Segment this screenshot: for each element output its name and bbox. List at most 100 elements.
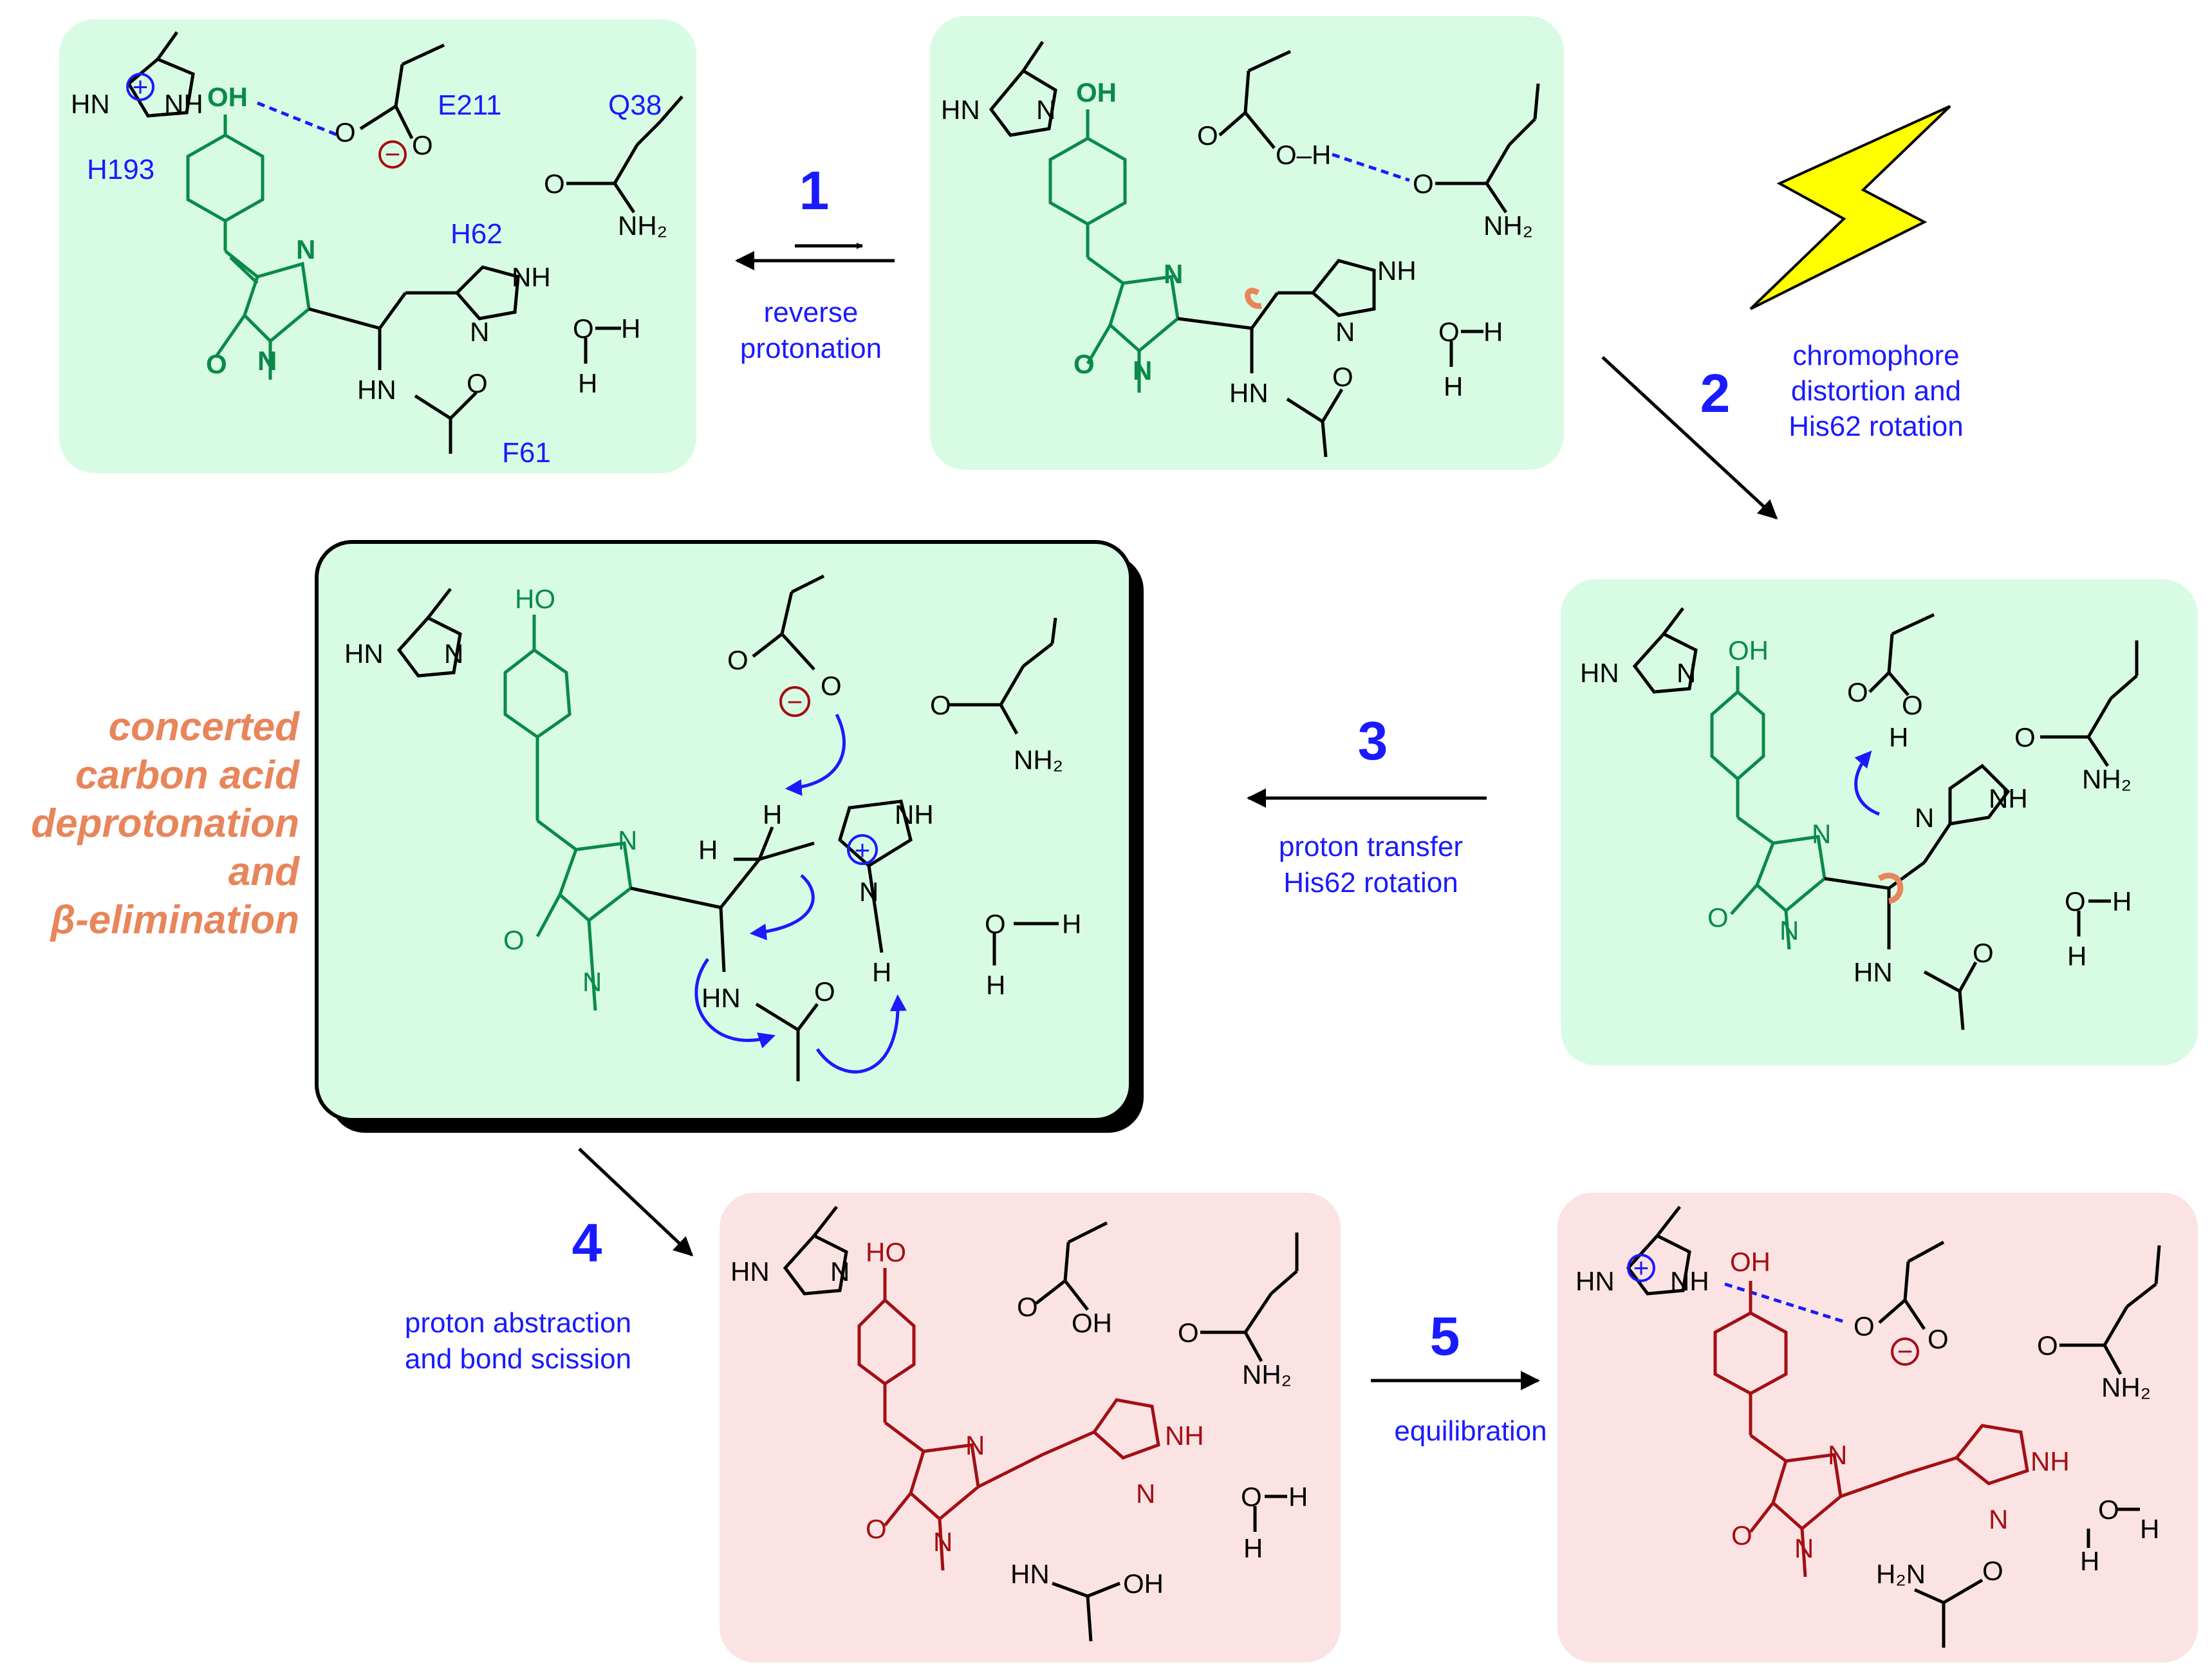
state-5-structure: + HN NH OH N N O NH N O O − bbox=[1575, 1206, 2161, 1648]
svg-text:NH₂: NH₂ bbox=[1014, 745, 1063, 775]
svg-text:HN: HN bbox=[1229, 378, 1269, 408]
svg-text:N: N bbox=[933, 1527, 953, 1557]
svg-text:NH: NH bbox=[1989, 783, 2028, 814]
svg-text:H: H bbox=[698, 835, 718, 865]
svg-text:NH₂: NH₂ bbox=[1242, 1359, 1292, 1390]
svg-text:NH: NH bbox=[1165, 1420, 1204, 1451]
svg-text:N: N bbox=[965, 1430, 985, 1460]
svg-text:N: N bbox=[1812, 819, 1831, 849]
hbond-dashed bbox=[257, 101, 342, 138]
rotation-arrow-icon bbox=[1245, 288, 1262, 309]
svg-text:H: H bbox=[763, 799, 782, 830]
svg-text:H: H bbox=[872, 957, 891, 987]
svg-text:+: + bbox=[855, 835, 871, 865]
svg-text:HN: HN bbox=[1010, 1559, 1050, 1589]
svg-text:β-elimination: β-elimination bbox=[50, 898, 299, 942]
step-3: 3 proton transfer His62 rotation bbox=[1247, 711, 1487, 899]
svg-text:H: H bbox=[1444, 371, 1463, 402]
svg-text:H: H bbox=[986, 970, 1005, 1000]
svg-text:N: N bbox=[1164, 259, 1183, 289]
plus-charge-icon bbox=[1627, 1254, 1655, 1282]
svg-text:HN: HN bbox=[941, 95, 980, 125]
svg-text:−: − bbox=[385, 139, 401, 169]
label-h62: H62 bbox=[451, 218, 503, 250]
svg-text:NH: NH bbox=[1670, 1266, 1709, 1296]
svg-text:NH₂: NH₂ bbox=[618, 210, 667, 241]
step-2-caption-3: His62 rotation bbox=[1789, 411, 1963, 442]
svg-text:O: O bbox=[1197, 120, 1218, 151]
svg-text:N: N bbox=[859, 877, 878, 907]
svg-text:O: O bbox=[1707, 902, 1729, 933]
svg-text:HN: HN bbox=[344, 638, 384, 669]
svg-text:OH: OH bbox=[1072, 1308, 1112, 1338]
transition-state-structure: HN N HO N N O H H HN bbox=[344, 574, 1081, 1081]
svg-text:O: O bbox=[1847, 677, 1868, 707]
svg-text:H: H bbox=[621, 313, 640, 344]
svg-text:N: N bbox=[1989, 1504, 2008, 1534]
svg-text:N: N bbox=[618, 825, 637, 855]
svg-text:O: O bbox=[1973, 938, 1994, 968]
svg-text:NH: NH bbox=[164, 89, 203, 119]
step-4-caption-1: proton abstraction bbox=[405, 1307, 631, 1339]
h193-imidazolium bbox=[126, 31, 195, 118]
svg-text:H: H bbox=[1062, 909, 1081, 939]
svg-text:NH: NH bbox=[895, 799, 934, 830]
state-3-structure: HN N OH N N O HN O NH N bbox=[1580, 607, 2139, 1030]
step-3-caption-1: proton transfer bbox=[1279, 831, 1463, 862]
svg-text:HN: HN bbox=[1575, 1266, 1615, 1296]
svg-text:O: O bbox=[814, 976, 835, 1007]
plus-charge-icon bbox=[126, 73, 154, 101]
svg-text:−: − bbox=[787, 687, 803, 717]
svg-text:N: N bbox=[1915, 803, 1934, 833]
svg-text:H: H bbox=[2067, 941, 2087, 971]
minus-charge-icon bbox=[779, 686, 810, 717]
state-2-structure: HN N OH N N O HN O NH N bbox=[941, 41, 1540, 458]
svg-text:HO: HO bbox=[866, 1237, 906, 1267]
svg-text:HN: HN bbox=[1580, 658, 1619, 688]
step-1: 1 reverse protonation bbox=[735, 160, 895, 364]
svg-text:H: H bbox=[1483, 317, 1503, 347]
svg-text:O–H: O–H bbox=[1276, 140, 1331, 170]
step-5: 5 equilibration bbox=[1371, 1306, 1547, 1447]
svg-text:H: H bbox=[1243, 1533, 1263, 1563]
step-2-number: 2 bbox=[1700, 363, 1731, 424]
svg-text:N: N bbox=[1133, 355, 1152, 386]
light-flash-icon bbox=[1749, 105, 1951, 310]
step-1-caption-1: reverse bbox=[764, 297, 859, 328]
electron-arrows bbox=[694, 713, 907, 1074]
svg-text:H: H bbox=[2112, 886, 2132, 917]
step-2-caption-1: chromophore bbox=[1792, 340, 1959, 371]
svg-text:O: O bbox=[1413, 169, 1434, 199]
svg-text:N: N bbox=[1794, 1533, 1814, 1563]
label-h193: H193 bbox=[87, 154, 154, 185]
panel-state-1 bbox=[59, 19, 696, 473]
svg-text:O: O bbox=[1332, 362, 1353, 392]
svg-text:N: N bbox=[582, 967, 602, 997]
svg-text:N: N bbox=[1828, 1440, 1847, 1470]
svg-text:O: O bbox=[335, 117, 356, 147]
label-e211: E211 bbox=[438, 89, 502, 121]
svg-text:H: H bbox=[2080, 1546, 2099, 1576]
svg-text:OH: OH bbox=[1123, 1569, 1164, 1599]
svg-text:OH: OH bbox=[1076, 77, 1117, 107]
svg-text:O: O bbox=[544, 169, 565, 199]
svg-text:HO: HO bbox=[515, 584, 555, 614]
svg-text:H₂N: H₂N bbox=[1876, 1559, 1926, 1589]
svg-text:O: O bbox=[2098, 1494, 2119, 1525]
svg-text:OH: OH bbox=[207, 82, 248, 112]
minus-charge-icon bbox=[1891, 1337, 1919, 1366]
hbond-dashed bbox=[1724, 1282, 1848, 1325]
panel-transition-state bbox=[315, 540, 1133, 1122]
svg-text:−: − bbox=[1897, 1336, 1913, 1366]
svg-text:O: O bbox=[467, 368, 488, 398]
svg-text:N: N bbox=[1036, 95, 1055, 125]
svg-text:OH: OH bbox=[1730, 1247, 1771, 1277]
panel-state-3 bbox=[1561, 579, 2198, 1065]
svg-text:HN: HN bbox=[357, 375, 396, 405]
plus-charge-icon bbox=[847, 834, 878, 865]
svg-text:O: O bbox=[930, 690, 951, 720]
svg-text:O: O bbox=[206, 349, 227, 379]
svg-text:concerted: concerted bbox=[109, 705, 300, 749]
svg-text:NH: NH bbox=[2031, 1446, 2070, 1476]
svg-text:N: N bbox=[470, 317, 489, 347]
